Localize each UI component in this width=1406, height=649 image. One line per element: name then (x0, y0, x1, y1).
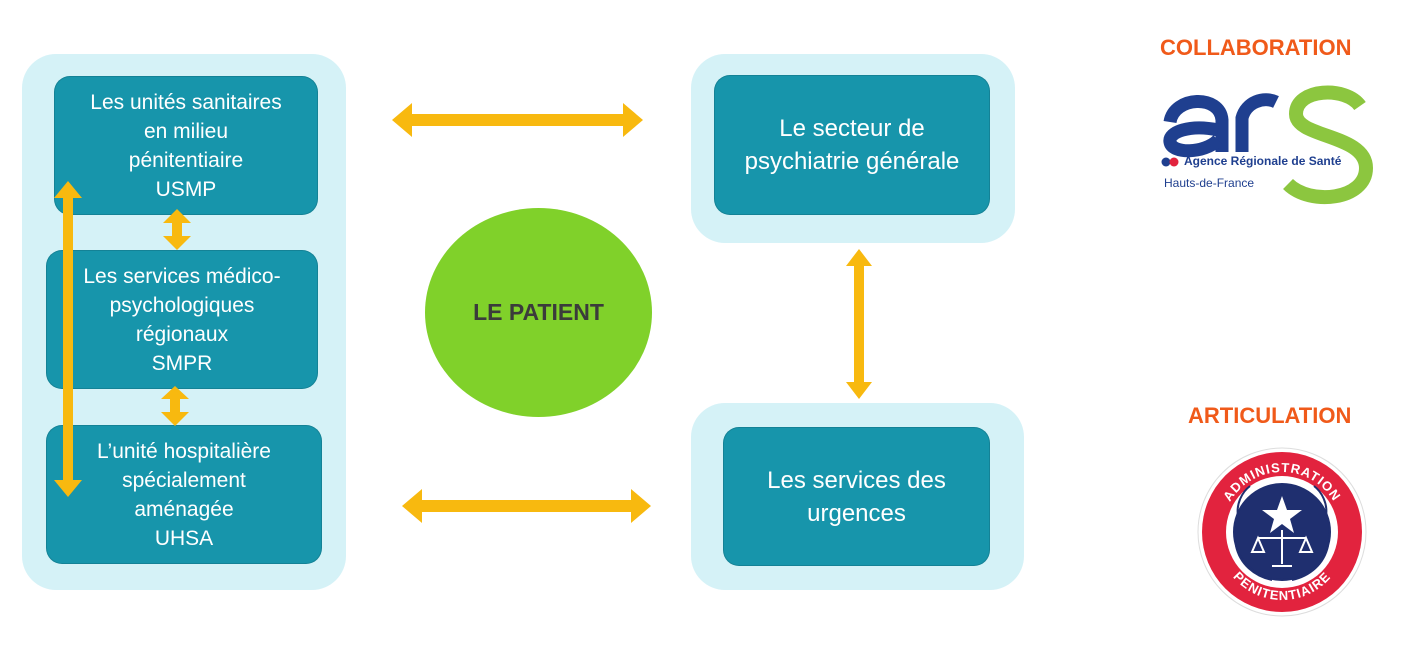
penitentiary-emblem-icon (1197, 447, 1367, 617)
collaboration-heading: COLLABORATION (1160, 35, 1352, 60)
usmp-line-1: Les unités sanitaires (90, 90, 282, 114)
usmp-line-2: en milieu (143, 119, 229, 143)
urgences-box: Les services des urgences (723, 427, 990, 566)
emblem-bottom-text: PENITENTIAIRE (1231, 569, 1333, 603)
usmp-line-4: USMP (155, 177, 217, 201)
smpr-line-1: Les services médico- (83, 264, 281, 288)
svg-text:PENITENTIAIRE: PENITENTIAIRE (1231, 569, 1334, 603)
psychiatrie-line-2: psychiatrie générale (744, 148, 960, 175)
uhsa-line-3: aménagée (134, 497, 234, 521)
arrow-left-long-vertical (54, 181, 82, 497)
usmp-line-3: pénitentiaire (128, 148, 244, 172)
arrow-right-vertical (846, 249, 872, 399)
uhsa-line-2: spécialement (122, 468, 246, 492)
ars-region: Hauts-de-France (1164, 176, 1255, 190)
patient-circle: LE PATIENT (425, 208, 652, 417)
patient-label: LE PATIENT (473, 299, 604, 325)
uhsa-line-1: L’unité hospitalière (97, 439, 271, 463)
psychiatrie-line-1: Le secteur de (779, 115, 925, 142)
arrow-usmp-smpr (163, 209, 191, 250)
uhsa-box: L’unité hospitalière spécialement aménag… (46, 425, 322, 564)
smpr-line-2: psychologiques (109, 293, 255, 317)
ars-agency-name: Agence Régionale de Santé (1184, 154, 1342, 168)
usmp-box: Les unités sanitaires en milieu pénitent… (54, 76, 318, 215)
emblem-top-text: ADMINISTRATION (1220, 460, 1343, 504)
urgences-line-1: Les services des (767, 466, 946, 494)
smpr-line-3: régionaux (135, 322, 229, 346)
ars-logo: Agence Régionale de Santé Hauts-de-Franc… (1160, 84, 1375, 209)
penitentiary-logo: ADMINISTRATION PENITENTIAIRE (1196, 446, 1368, 618)
penitentiary-emblem-text: ADMINISTRATION PENITENTIAIRE (1220, 460, 1344, 603)
uhsa-line-4: UHSA (154, 526, 214, 550)
urgences-line-2: urgences (807, 499, 906, 527)
smpr-line-4: SMPR (151, 351, 213, 375)
svg-text:ADMINISTRATION: ADMINISTRATION (1220, 460, 1344, 504)
arrow-bottom-horizontal (402, 489, 651, 523)
psychiatrie-box: Le secteur de psychiatrie générale (714, 75, 990, 215)
articulation-heading: ARTICULATION (1188, 403, 1352, 428)
smpr-box: Les services médico- psychologiques régi… (46, 250, 318, 389)
arrow-top-horizontal (392, 103, 643, 137)
ars-logo-icon (1161, 85, 1374, 204)
arrow-smpr-uhsa (161, 386, 189, 426)
